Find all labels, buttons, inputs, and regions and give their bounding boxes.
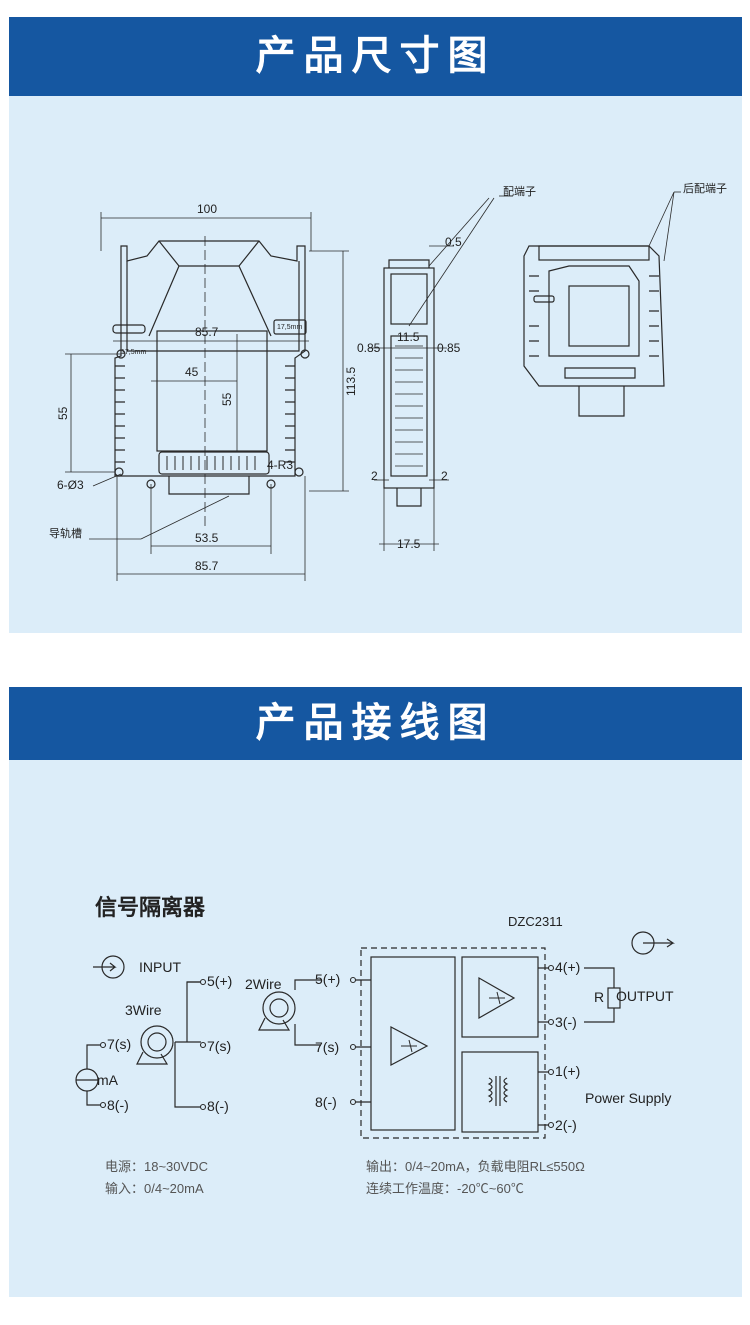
label-radius: 4-R3 bbox=[267, 458, 293, 472]
dim-0-5: 0.5 bbox=[445, 235, 462, 249]
terminal-5-plus-a: 5(+) bbox=[207, 973, 232, 989]
model-number: DZC2311 bbox=[508, 914, 563, 929]
diagram-heading: 信号隔离器 bbox=[95, 895, 206, 920]
terminal-1-plus: 1(+) bbox=[555, 1063, 580, 1079]
label-output: OUTPUT bbox=[616, 988, 674, 1004]
dim-0-85-right: 0.85 bbox=[437, 341, 461, 355]
dim-2-left: 2 bbox=[371, 469, 378, 483]
dim-width-85-7-top: 85.7 bbox=[195, 325, 219, 339]
label-3wire: 3Wire bbox=[125, 1002, 162, 1018]
terminal-8-minus-c: 8(-) bbox=[315, 1094, 337, 1110]
dimension-drawing-panel: 100 85.7 45 55 55 113.5 6-Ø3 4-R3 53.5 8… bbox=[9, 96, 742, 633]
label-17-5mm-a: 17,5mm bbox=[277, 324, 302, 331]
terminal-7s-a: 7(s) bbox=[107, 1036, 131, 1052]
dim-17-5: 17.5 bbox=[397, 537, 421, 551]
dim-0-85-left: 0.85 bbox=[357, 341, 381, 355]
section-title-wiring: 产品接线图 bbox=[9, 687, 742, 760]
label-rear-terminal: 后配端子 bbox=[683, 182, 727, 195]
dim-height-113-5: 113.5 bbox=[344, 367, 358, 396]
dim-height-55-side: 55 bbox=[56, 406, 70, 420]
dim-width-100: 100 bbox=[197, 202, 217, 216]
terminal-7s-b: 7(s) bbox=[207, 1038, 231, 1054]
terminal-2-minus: 2(-) bbox=[555, 1117, 577, 1133]
dim-height-55-inner: 55 bbox=[220, 392, 234, 406]
label-2wire: 2Wire bbox=[245, 976, 282, 992]
label-power-supply: Power Supply bbox=[585, 1090, 671, 1106]
label-r: R bbox=[594, 989, 604, 1005]
label-rail-groove: 导轨槽 bbox=[49, 526, 82, 540]
terminal-5-plus-b: 5(+) bbox=[315, 971, 340, 987]
label-input: INPUT bbox=[139, 959, 181, 975]
spec-temperature: 连续工作温度：-20℃~60℃ bbox=[366, 1181, 524, 1196]
spec-power: 电源：18~30VDC bbox=[105, 1159, 208, 1174]
terminal-8-minus-a: 8(-) bbox=[107, 1097, 129, 1113]
label-17-5mm-b: 17,5mm bbox=[121, 349, 146, 356]
wiring-diagram: 信号隔离器 DZC2311 INPUT OUTPUT 3Wire 2Wire m… bbox=[75, 895, 675, 1196]
dim-width-85-7-bottom: 85.7 bbox=[195, 559, 219, 573]
label-ma: mA bbox=[97, 1072, 119, 1088]
dim-width-53-5: 53.5 bbox=[195, 531, 219, 545]
section-title-dimensions: 产品尺寸图 bbox=[9, 17, 742, 96]
dim-11-5: 11.5 bbox=[397, 330, 420, 344]
spec-input: 输入：0/4~20mA bbox=[105, 1181, 204, 1196]
dimension-drawing: 100 85.7 45 55 55 113.5 6-Ø3 4-R3 53.5 8… bbox=[49, 182, 727, 581]
label-holes: 6-Ø3 bbox=[57, 478, 84, 492]
spec-output: 输出：0/4~20mA，负载电阻RL≤550Ω bbox=[366, 1159, 585, 1174]
terminal-7s-c: 7(s) bbox=[315, 1039, 339, 1055]
dim-width-45: 45 bbox=[185, 365, 199, 379]
wiring-diagram-panel: 信号隔离器 DZC2311 INPUT OUTPUT 3Wire 2Wire m… bbox=[9, 760, 742, 1297]
terminal-4-plus: 4(+) bbox=[555, 959, 580, 975]
label-terminal: 配端子 bbox=[503, 185, 536, 198]
dim-2-right: 2 bbox=[441, 469, 448, 483]
terminal-3-minus: 3(-) bbox=[555, 1014, 577, 1030]
terminal-8-minus-b: 8(-) bbox=[207, 1098, 229, 1114]
